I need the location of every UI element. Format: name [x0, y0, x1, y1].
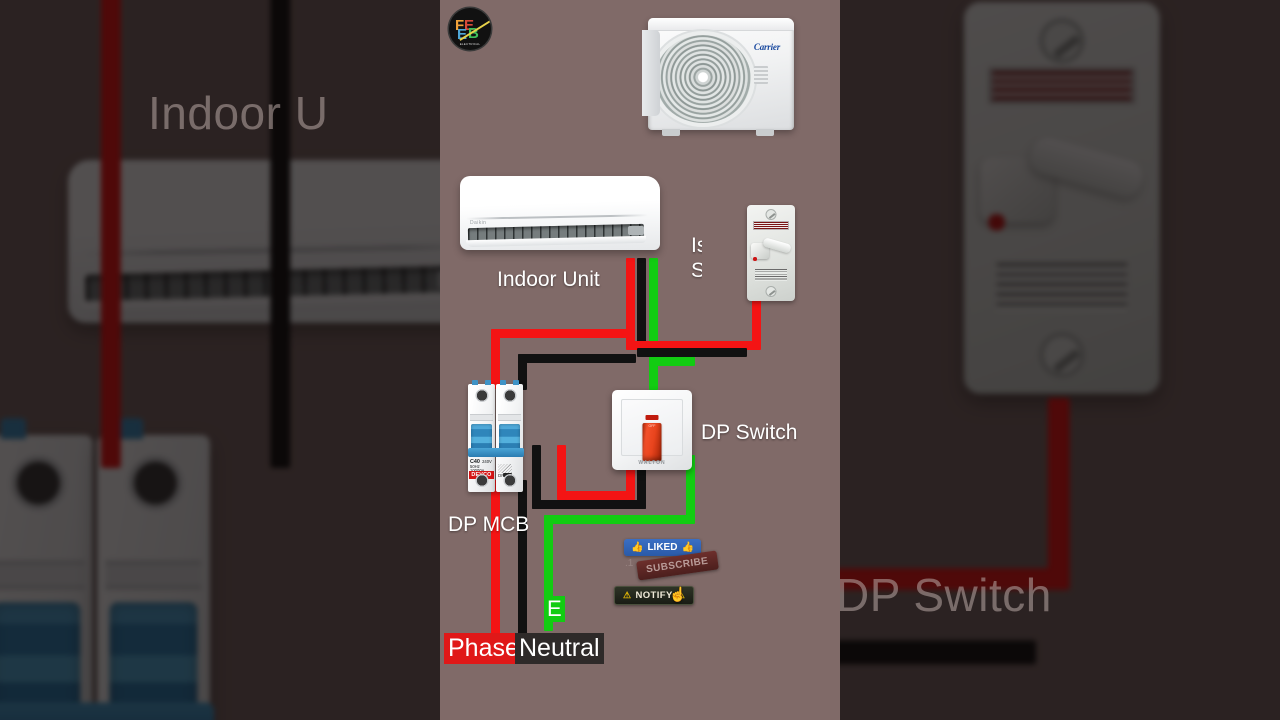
label-phase: Phase: [444, 633, 523, 664]
label-dp-mcb: DP MCB: [448, 513, 530, 536]
left-panel-dim-overlay: [0, 0, 440, 720]
isolator-switch[interactable]: [747, 205, 795, 301]
bell-icon-left: ⚠: [623, 590, 632, 600]
mcb-terminal-top-neutral: [503, 389, 516, 402]
subscribe-badge-label: SUBSCRIBE: [645, 555, 709, 576]
wire-phase-supply-drop: [491, 480, 500, 640]
isolator-bottom-screw: [765, 286, 777, 297]
pointing-hand-cursor: ☝: [669, 586, 687, 602]
right-panel-dim-overlay: [840, 0, 1280, 720]
channel-logo-badge[interactable]: F E E B ELECTRICAL: [449, 8, 491, 50]
dp-mcb[interactable]: C40 240V 50Hz 10000A DEVCO DP: [468, 380, 524, 492]
wire-neutral-branch-run: [637, 348, 747, 357]
carrier-brand-logo: Carrier: [753, 42, 780, 52]
mcb-pole-mark: DP: [498, 473, 505, 478]
mcb-pole-phase[interactable]: C40 240V 50Hz 10000A DEVCO: [468, 380, 495, 492]
wire-phase-isolator-run: [626, 341, 761, 350]
wire-neutral-mcb-top-run: [518, 354, 636, 363]
mcb-terminal-top-phase: [475, 389, 488, 402]
wire-earth-indoor-drop: [649, 258, 658, 390]
ghost-label-indoor-unit: Indoor U: [148, 87, 329, 139]
wire-neutral-indoor-drop: [637, 258, 646, 348]
mcb-toggle-neutral[interactable]: [499, 424, 520, 452]
label-dp-switch: DP Switch: [701, 421, 798, 444]
wire-neutral-return-riser: [532, 445, 541, 509]
wire-phase-mcb-top-riser: [491, 329, 500, 389]
mcb-breaking-capacity: 10000A: [470, 468, 484, 473]
thumbs-up-icon: 👍: [631, 542, 644, 553]
logo-tagline: ELECTRICAL: [459, 42, 481, 46]
wire-neutral-return-run: [532, 500, 646, 509]
label-indoor-unit: Indoor Unit: [497, 268, 600, 291]
wire-phase-dpsw-bottom: [626, 455, 635, 500]
isolator-warning-label: [753, 221, 789, 230]
wire-phase-mcb-top-run: [491, 329, 634, 338]
notify-badge[interactable]: ⚠ NOTIFY ⚠: [614, 586, 695, 605]
wire-phase-return-run: [557, 491, 635, 500]
label-isolator-line2: S: [691, 259, 702, 282]
notify-badge-label: NOTIFY: [635, 590, 673, 601]
liked-badge-label: LIKED: [647, 542, 678, 553]
wire-neutral-dpsw-bottom: [637, 455, 646, 509]
mcb-terminal-bottom-neutral: [503, 474, 516, 487]
ghost-label-dp-switch: DP Switch: [840, 569, 1052, 621]
condenser-fan-grille: [655, 35, 751, 123]
liked-badge[interactable]: 👍 LIKED 👍: [624, 539, 701, 556]
mcb-toggle-phase[interactable]: [471, 424, 492, 452]
label-neutral: Neutral: [515, 633, 604, 664]
bell-icon-right: ⚠: [676, 590, 686, 600]
background-panel-right: DP Switch: [840, 0, 1280, 720]
background-panel-left: C40 Indoor U: [0, 0, 440, 720]
mcb-terminal-bottom-phase: [475, 474, 488, 487]
label-isolator-line1: Is: [691, 234, 702, 257]
artifact-text: .1: [625, 558, 634, 569]
mcb-voltage: 240V 50Hz: [470, 459, 492, 469]
wire-neutral-mcb-top-riser: [518, 354, 527, 390]
wire-phase-return-riser: [557, 445, 566, 500]
label-earth: E: [544, 596, 565, 622]
wire-earth-branch-run: [649, 357, 695, 366]
walton-brand-logo: WALTON: [638, 460, 666, 466]
label-isolator-line2-clip: S: [691, 258, 702, 284]
isolator-handle[interactable]: [751, 237, 792, 263]
wire-earth-return-run: [544, 515, 695, 524]
isolator-indicator-dot: [753, 257, 757, 261]
wire-earth-dpsw-bottom: [686, 455, 695, 523]
mcb-pole-neutral[interactable]: [496, 380, 523, 492]
indoor-unit-display: [628, 226, 644, 235]
thumbs-up-icon-right: 👍: [681, 542, 694, 553]
wire-phase-isolator-riser: [752, 300, 761, 346]
wire-earth-supply-drop: [544, 515, 553, 631]
mcb-ganged-bar: [468, 448, 524, 457]
mcb-rating: C40: [470, 459, 480, 465]
label-isolator-line1-clip: Is: [691, 233, 702, 259]
diagram-stage: F E E B ELECTRICAL: [440, 0, 840, 720]
dp-switch-neon-indicator: [645, 415, 659, 420]
wire-neutral-supply-drop: [518, 480, 527, 640]
isolator-top-screw: [765, 209, 777, 220]
wire-phase-indoor-drop: [626, 258, 635, 346]
dp-switch-rocker[interactable]: [642, 423, 662, 461]
isolator-rating-plate: [755, 269, 787, 281]
dp-switch[interactable]: WALTON: [612, 390, 692, 470]
